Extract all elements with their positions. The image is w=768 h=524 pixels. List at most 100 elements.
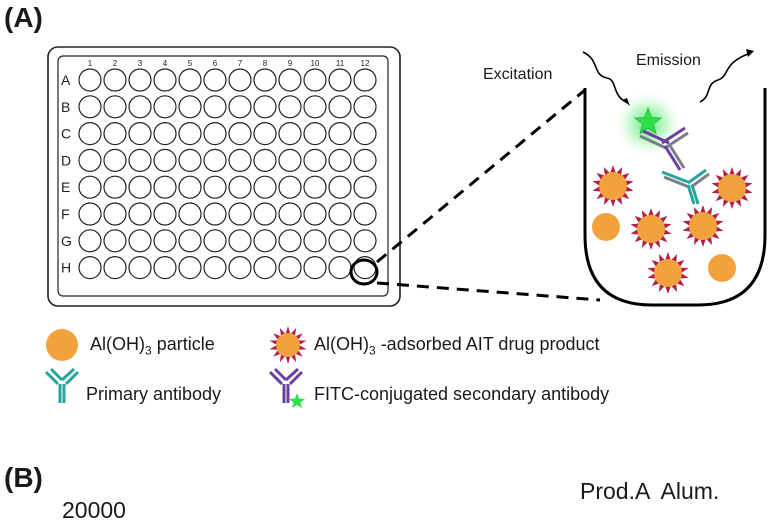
adsorbed-particle [711,167,753,209]
column-label: 12 [361,59,370,68]
plate-well [203,175,227,199]
plate-well [278,256,302,280]
column-label: 10 [311,59,320,68]
column-label: 8 [263,59,268,68]
plate-well [353,68,377,92]
plate-well [253,202,277,226]
well-particles [592,165,753,294]
plate-well [178,122,202,146]
plate-well [278,95,302,119]
plate-well [353,175,377,199]
plate-well [228,202,252,226]
adsorbed-particle-icon [269,326,307,364]
emission-label: Emission [636,52,701,69]
legend-particle-icon [46,329,78,361]
legend-adsorbed-icon [269,326,307,364]
plate-well [178,95,202,119]
plate-well [128,68,152,92]
plate-well [103,256,127,280]
plate-well [78,175,102,199]
plate-well [103,202,127,226]
column-label: 9 [288,59,293,68]
row-label: H [61,260,71,276]
highlighted-well [349,258,379,286]
plate-well [303,95,327,119]
row-label: G [61,233,72,249]
row-label: E [61,179,70,195]
plate-well [328,95,352,119]
plate-well [178,175,202,199]
plate-well [328,148,352,172]
legend-adsorbed-label: Al(OH)3 -adsorbed AIT drug product [314,334,600,358]
plate-well [78,95,102,119]
plate-well [253,95,277,119]
plate-well [178,256,202,280]
plate-well [353,95,377,119]
plate-well [278,175,302,199]
plate-well [203,256,227,280]
plate-well [228,95,252,119]
plate-well [103,95,127,119]
emission-arrow [699,53,749,103]
plate-well [203,95,227,119]
plate-well [228,256,252,280]
plate-well [203,229,227,253]
zoom-line-top [376,88,586,264]
plate-well [128,95,152,119]
plate-well [353,229,377,253]
row-label: F [61,206,70,222]
plate-well [103,175,127,199]
plate-well [78,68,102,92]
plate-well [303,148,327,172]
panel-b-label: (B) [4,462,43,493]
plate-well [153,175,177,199]
plate-well [303,68,327,92]
plate-well [153,256,177,280]
plate-well [178,229,202,253]
well-cross-section [583,88,767,307]
plate-well [278,68,302,92]
plate-well [128,229,152,253]
plate-well [153,68,177,92]
plate-well [228,122,252,146]
column-label: 6 [213,59,218,68]
plate-well [303,122,327,146]
row-label: B [61,99,70,115]
plate-well [128,202,152,226]
legend-particle-label: Al(OH)3 particle [90,334,215,358]
plate-well [253,256,277,280]
secondary-antibody-in-well [639,126,689,171]
plate-well [153,95,177,119]
plate-well [78,256,102,280]
primary-antibody-in-well [661,168,710,205]
plate-well [253,148,277,172]
plate-well [203,148,227,172]
plate-well [103,122,127,146]
plate-well [228,229,252,253]
excitation-arrow [582,51,629,104]
plate-well [78,122,102,146]
legend-secondary-label: FITC-conjugated secondary antibody [314,384,610,404]
plate-well [303,229,327,253]
plate-well [253,68,277,92]
plate-well [278,202,302,226]
legend-primary-antibody-icon [44,367,80,403]
plate-well [103,68,127,92]
plate-well [153,229,177,253]
plate-well [278,148,302,172]
column-label: 2 [113,59,118,68]
column-label: 5 [188,59,193,68]
legend-secondary-antibody-icon [268,367,304,403]
plate-well [353,122,377,146]
excitation-label: Excitation [483,66,553,83]
legend-primary-label: Primary antibody [86,384,222,404]
plate-well [228,175,252,199]
plate-well [128,175,152,199]
fitc-star-icon [633,106,663,135]
plate-well [78,148,102,172]
column-label: 11 [336,59,345,68]
plate-well [328,256,352,280]
